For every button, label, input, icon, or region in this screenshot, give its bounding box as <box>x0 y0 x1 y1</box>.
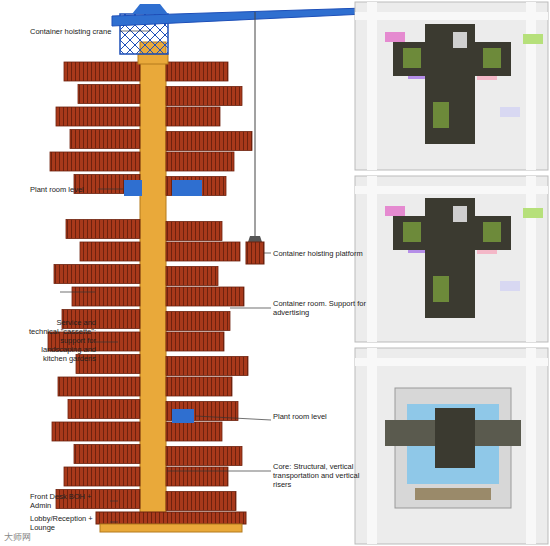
road <box>526 2 536 170</box>
garden <box>483 222 501 242</box>
plan-core <box>425 198 475 318</box>
road <box>367 348 377 544</box>
container <box>64 62 140 81</box>
container <box>166 132 252 151</box>
watermark: 大师网 <box>4 532 64 543</box>
container <box>166 152 234 171</box>
container <box>166 357 248 376</box>
container-plan <box>500 281 520 291</box>
container <box>166 492 236 511</box>
container <box>58 377 140 396</box>
container <box>166 422 222 441</box>
road <box>367 2 377 170</box>
road <box>526 176 536 342</box>
road <box>355 186 548 194</box>
container-plan <box>523 208 543 218</box>
road <box>355 358 548 366</box>
container-plan <box>385 32 405 42</box>
container <box>166 467 228 486</box>
container <box>50 152 140 171</box>
container <box>166 332 224 351</box>
container <box>166 267 218 286</box>
garden <box>403 222 421 242</box>
callout-label: Plant room level <box>30 185 100 194</box>
road <box>355 12 548 20</box>
container <box>166 177 226 196</box>
road <box>367 176 377 342</box>
container <box>74 445 140 464</box>
container-plan <box>523 34 543 44</box>
container <box>68 400 140 419</box>
garden <box>403 48 421 68</box>
container <box>66 220 140 239</box>
lift <box>453 206 467 222</box>
container <box>52 422 140 441</box>
container <box>166 312 230 331</box>
callout-label: Front Desk BOH + Admin <box>30 492 110 510</box>
plan-core <box>425 24 475 144</box>
garden <box>433 276 449 302</box>
plaza <box>395 388 511 508</box>
plan-panel <box>355 348 548 544</box>
container <box>64 467 140 486</box>
lift <box>453 32 467 48</box>
container <box>80 242 140 261</box>
garden <box>433 102 449 128</box>
container <box>166 242 240 261</box>
container <box>70 130 140 149</box>
callout-label: Plant room level <box>273 412 353 421</box>
callout-label: Service and technical "cassette": suppor… <box>28 318 96 363</box>
container <box>72 287 140 306</box>
callout-label: Container hoisting crane <box>30 27 122 36</box>
container <box>166 377 232 396</box>
container <box>166 87 242 106</box>
plan-panel <box>355 176 548 342</box>
container <box>166 222 222 241</box>
container <box>166 287 244 306</box>
callout-label: Lobby/Reception + Lounge <box>30 514 110 532</box>
container <box>166 62 228 81</box>
plan-core <box>435 408 475 468</box>
container <box>54 265 140 284</box>
container-plan <box>500 107 520 117</box>
entry <box>415 488 491 500</box>
callout-label: Core: Structural, vertical transportatio… <box>273 462 373 489</box>
garden <box>483 48 501 68</box>
container <box>166 107 220 126</box>
road <box>526 348 536 544</box>
container <box>166 447 242 466</box>
callout-label: Container hoisting platform <box>273 249 393 258</box>
container <box>56 107 140 126</box>
container-plan <box>385 206 405 216</box>
core-cap <box>138 54 168 64</box>
callout-label: Container room. Support for advertising <box>273 299 373 317</box>
container <box>78 85 140 104</box>
plan-panel <box>355 2 548 170</box>
